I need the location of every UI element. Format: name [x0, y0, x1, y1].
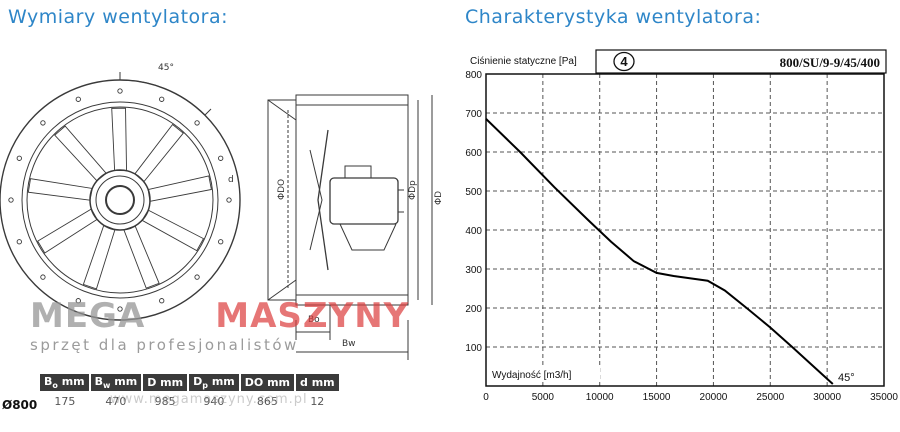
- table-cell: 865: [256, 394, 278, 408]
- blade-outline: [82, 224, 116, 290]
- watermark-word-maszyny: MASZYNY: [215, 296, 410, 336]
- dimensions-heading: Wymiary wentylatora:: [8, 6, 229, 28]
- y-tick-label: 400: [465, 226, 482, 237]
- table-header: D mm: [142, 374, 190, 391]
- y-tick-label: 800: [465, 70, 482, 81]
- x-tick-label: 0: [483, 392, 489, 403]
- badge-number: 4: [620, 54, 628, 69]
- angle-annotation: 45°: [838, 372, 855, 384]
- bolt-hole: [159, 298, 165, 304]
- table-header: d mm: [295, 374, 341, 391]
- y-tick-label: 700: [465, 109, 482, 120]
- bolt-hole: [159, 96, 165, 102]
- x-tick-label: 30000: [813, 392, 841, 403]
- table-header: DO mm: [239, 374, 297, 391]
- x-tick-label: 20000: [700, 392, 728, 403]
- bolt-hole: [40, 120, 46, 126]
- y-tick-label: 500: [465, 187, 482, 198]
- y-axis-label: Ciśnienie statyczne [Pa]: [470, 56, 577, 67]
- table-header: Dp mm: [188, 374, 241, 391]
- x-tick-label: 15000: [643, 392, 671, 403]
- size-row-label: Ø800: [2, 398, 38, 412]
- bolt-hole: [218, 239, 224, 245]
- bolt-hole: [194, 120, 200, 126]
- bolt-hole: [40, 274, 46, 280]
- do-label: ΦDO: [277, 179, 287, 200]
- bo-label: Bo: [308, 315, 320, 325]
- table-cell: 175: [54, 394, 76, 408]
- watermark-tagline: sprzęt dla profesjonalistów: [30, 336, 299, 354]
- y-tick-label: 100: [465, 343, 482, 354]
- watermark-logo: MEGA MASZYNY: [30, 296, 409, 336]
- blade-outline: [27, 178, 93, 201]
- x-tick-label: 5000: [532, 392, 555, 403]
- watermark-url: www.megamaszyny.com.pl: [110, 392, 308, 407]
- bolt-hole: [75, 298, 81, 304]
- bw-label: Bw: [342, 339, 356, 349]
- bolt-hole: [218, 155, 224, 161]
- table-cell: 940: [203, 394, 225, 408]
- bolt-hole: [226, 197, 232, 203]
- table-cell: 12: [310, 394, 325, 408]
- model-label: 800/SU/9-9/45/400: [780, 55, 880, 70]
- blade-outline: [141, 209, 205, 252]
- bolt-hole: [16, 155, 22, 161]
- dp-label: ΦDp: [408, 180, 418, 200]
- bolt-hole: [8, 197, 14, 203]
- x-label-bg: [488, 366, 600, 382]
- x-tick-label: 25000: [756, 392, 784, 403]
- blade-outline: [54, 125, 107, 182]
- angle-label: 45°: [158, 63, 174, 73]
- model-box: [595, 49, 887, 74]
- y-tick-label: 200: [465, 304, 482, 315]
- bolt-hole: [117, 306, 123, 312]
- bolt-hole: [75, 96, 81, 102]
- chart-frame: [485, 73, 885, 387]
- y-tick-label: 600: [465, 148, 482, 159]
- blade-outline: [37, 208, 98, 254]
- y-tick-label: 300: [465, 265, 482, 276]
- blade-outline: [111, 107, 128, 172]
- d-label: d: [228, 175, 234, 185]
- fan-curve: [485, 118, 834, 385]
- bolt-hole: [117, 88, 123, 94]
- watermark-word-mega: MEGA: [30, 296, 146, 336]
- blade-outline: [147, 175, 212, 202]
- badge-circle: [613, 51, 635, 72]
- x-tick-label: 10000: [586, 392, 614, 403]
- table-header: Bw mm: [89, 374, 144, 391]
- bolt-hole: [16, 239, 22, 245]
- blade-outline: [134, 123, 184, 183]
- characteristics-heading: Charakterystyka wentylatora:: [465, 6, 762, 28]
- blade-outline: [123, 225, 160, 289]
- x-axis-label: Wydajność [m3/h]: [492, 370, 572, 381]
- x-tick-label: 35000: [870, 392, 898, 403]
- table-cell: 470: [105, 394, 127, 408]
- table-header: Bo mm: [40, 374, 91, 391]
- bolt-hole: [194, 274, 200, 280]
- dd-label: ΦD: [434, 191, 444, 205]
- table-cell: 985: [154, 394, 176, 408]
